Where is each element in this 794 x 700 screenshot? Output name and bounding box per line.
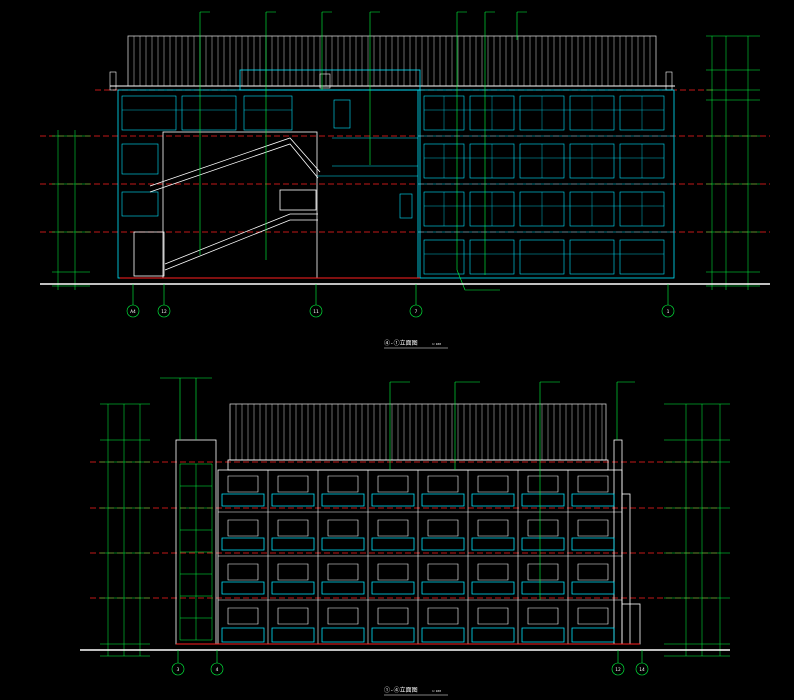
top-left-dimensions (52, 130, 90, 290)
top-axis-label-4: 7 (415, 309, 418, 315)
top-roof (109, 35, 675, 91)
bottom-axis-label-1: 3 (177, 667, 180, 673)
bottom-elevation-title: ①-④立面图 1:100 (384, 686, 448, 696)
bottom-leaders (160, 377, 635, 600)
bottom-elevation-title-text: ①-④立面图 (384, 686, 418, 694)
bottom-left-dimensions (100, 403, 150, 657)
top-leaders (199, 11, 527, 291)
top-axis-label-2: 12 (161, 309, 167, 315)
bottom-right-dimensions (664, 403, 730, 657)
top-roof-hatch (133, 36, 651, 86)
top-axis-label-3: 11 (313, 309, 319, 315)
bottom-axis-label-3: 12 (615, 667, 621, 673)
top-elevation-scale: 1:100 (432, 342, 441, 346)
top-axes (126, 284, 675, 318)
bottom-axis-label-2: 4 (216, 667, 219, 673)
bottom-roof-hatch (235, 404, 603, 460)
top-axis-label-1: A4 (130, 309, 136, 315)
top-axis-label-5: 1 (667, 309, 670, 315)
top-elevation: A4 12 11 7 1 ④-①立面图 1:100 (40, 11, 770, 349)
bottom-balconies (221, 493, 615, 643)
bottom-roof (227, 403, 609, 471)
bottom-elevation: 3 4 12 14 ①-④立面图 1:100 (80, 377, 730, 696)
top-right-dimensions (706, 35, 760, 290)
top-elevation-title-text: ④-①立面图 (384, 339, 418, 347)
top-stairwell (133, 131, 321, 279)
top-level-lines (40, 89, 770, 233)
bottom-axes (171, 650, 649, 676)
bottom-axis-label-4: 14 (639, 667, 645, 673)
bottom-bays (218, 470, 622, 644)
top-elevation-title: ④-①立面图 1:100 (384, 339, 448, 349)
top-left-windows (121, 73, 418, 219)
bottom-stair-tower (179, 463, 213, 641)
top-right-windows (418, 95, 674, 275)
bottom-elevation-scale: 1:100 (432, 689, 441, 693)
